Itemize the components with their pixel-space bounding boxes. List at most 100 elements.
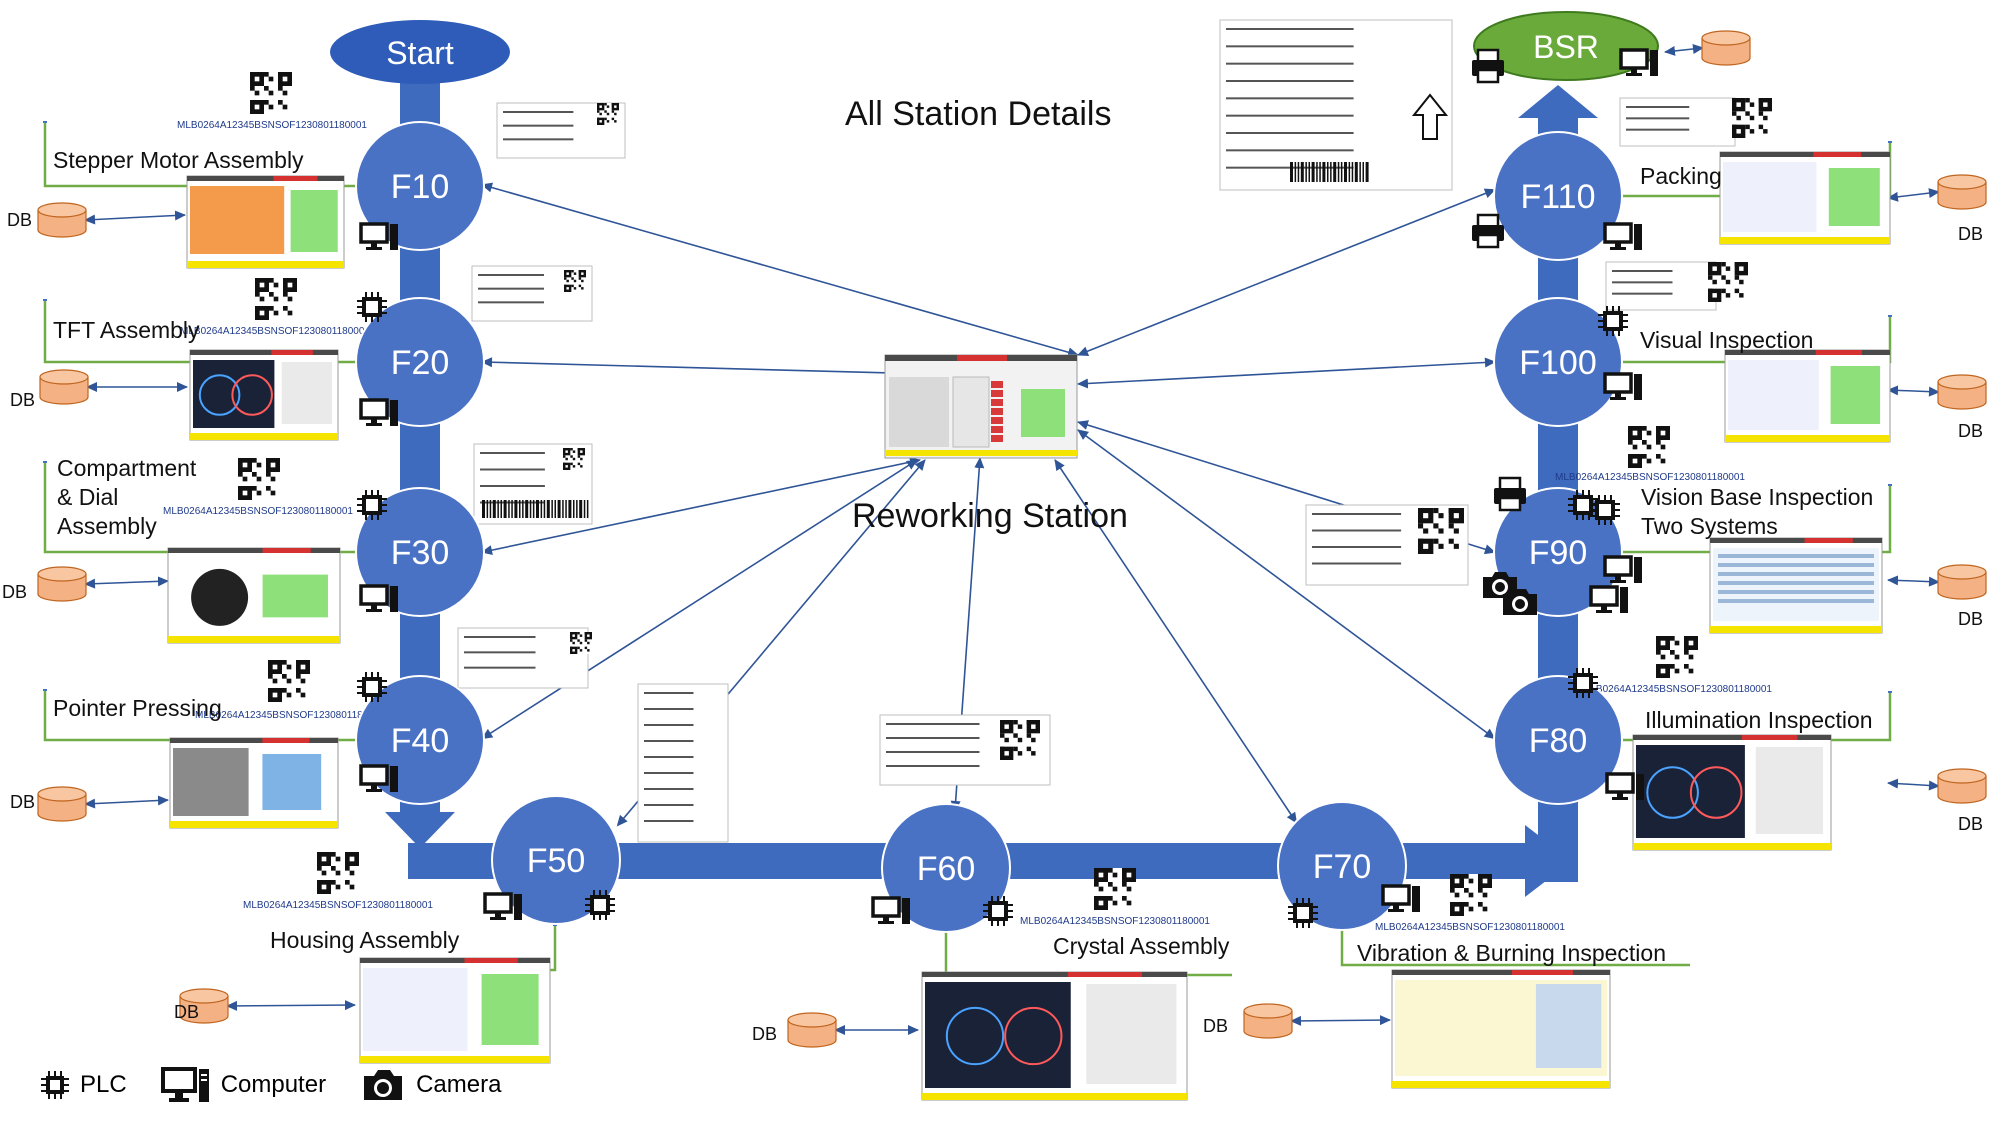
station-id-f50: F50 [527, 842, 586, 880]
db-link [1887, 778, 1940, 791]
station-circle [355, 121, 485, 251]
camera-icon [1483, 572, 1517, 598]
barcode-icon [482, 500, 589, 518]
station-circle [881, 803, 1011, 933]
part-info-card [637, 683, 729, 843]
plc-icon [357, 490, 387, 520]
start-ellipse [330, 20, 510, 84]
flow-up-arrowhead [1518, 85, 1598, 118]
reworking-screen-red-cell [991, 435, 1003, 442]
db-label: DB [1958, 814, 1983, 834]
db-cylinder-icon [787, 1012, 837, 1048]
link-f110-reworking [1077, 188, 1496, 356]
qr-code-icon [570, 632, 592, 654]
db-cylinder-icon [1701, 30, 1751, 66]
db-link [84, 795, 169, 809]
part-info-card [1605, 261, 1717, 311]
legend-item-plc: PLC [40, 1070, 127, 1100]
db-label: DB [10, 390, 35, 410]
start-label: Start [386, 35, 454, 71]
station-screen [921, 971, 1188, 1101]
station-label-f10: Stepper Motor Assembly [53, 147, 304, 173]
db-cylinder-icon [1937, 174, 1987, 210]
station-screen [1724, 349, 1891, 443]
computer-icon [359, 222, 398, 250]
plc-icon [357, 672, 387, 702]
flow-down-arrowhead [385, 812, 455, 848]
station-id-f20: F20 [391, 344, 450, 382]
legend-label-computer: Computer [220, 1071, 327, 1098]
qr-code-icon [1732, 98, 1772, 138]
printer-icon [1472, 48, 1504, 84]
orientation-arrow-icon [1411, 93, 1449, 140]
db-cylinder-icon [37, 566, 87, 602]
qr-code-icon [317, 852, 359, 894]
plc-icon [41, 1071, 69, 1099]
station-node-f50: F50 [491, 795, 621, 925]
db-cylinder-icon [1937, 768, 1987, 804]
station-circle [1493, 131, 1623, 261]
plc-icon [357, 292, 387, 322]
plc-icon [1288, 898, 1318, 928]
station-screen [1709, 537, 1883, 634]
station-label-f50: Housing Assembly [270, 927, 460, 953]
plc-icon [585, 890, 615, 920]
barcode-icon [1290, 162, 1369, 182]
station-circle [491, 795, 621, 925]
part-info-card [1219, 19, 1453, 191]
station-circle [1493, 675, 1623, 805]
station-label-f30-line1: Compartment [57, 455, 197, 481]
qr-caption: MLB0264A12345BSNSOF1230801180001 [177, 120, 367, 131]
station-label-f100: Visual Inspection [1640, 327, 1814, 353]
station-label-f60: Crystal Assembly [1053, 933, 1230, 959]
db-cylinder-icon [39, 369, 89, 405]
station-screen [1391, 969, 1611, 1089]
computer-icon [871, 896, 910, 924]
reworking-screen-red-cell [991, 417, 1003, 424]
reworking-screen-red-cell [991, 408, 1003, 415]
station-id-f70: F70 [1313, 848, 1372, 886]
qr-caption: MLB0264A12345BSNSOF1230801180001 [243, 900, 433, 911]
qr-caption: MLB0264A12345BSNSOF1230801180001 [163, 506, 353, 517]
reworking-screen-red-cell [991, 390, 1003, 397]
bsr-node: BSR [1473, 11, 1659, 81]
qr-caption: MLB0264A12345BSNSOF1230801180001 [180, 326, 370, 337]
computer-icon [483, 892, 522, 920]
station-id-f100: F100 [1519, 344, 1597, 382]
printer-icon [1494, 476, 1526, 512]
legend-label-camera: Camera [416, 1071, 502, 1098]
db-label: DB [2, 582, 27, 602]
reworking-station-screen [884, 354, 1078, 459]
station-label-f90: Vision Base Inspection Two Systems [1641, 483, 1873, 541]
db-cylinder-icon [1937, 564, 1987, 600]
diagram-title: All Station Details [845, 95, 1112, 133]
station-screen [1632, 734, 1832, 851]
station-label-f110: Packing [1640, 163, 1722, 189]
db-link [1664, 43, 1704, 56]
station-screen [359, 957, 551, 1064]
qr-code-icon [1708, 262, 1748, 302]
qr-code-icon [563, 448, 585, 470]
reworking-screen-red-cell [991, 399, 1003, 406]
station-label-f30-line2: & Dial [57, 483, 119, 510]
db-label: DB [174, 1002, 199, 1022]
station-screen [169, 737, 339, 829]
station-screen [186, 175, 345, 269]
start-node: Start [330, 20, 510, 84]
station-node-f30: F30 [355, 487, 485, 617]
part-info-card [457, 627, 589, 689]
reworking-screen-panel-left [889, 377, 949, 447]
qr-code-icon [1656, 636, 1698, 678]
db-label: DB [10, 792, 35, 812]
reworking-station-label: Reworking Station [852, 497, 1128, 535]
station-id-f60: F60 [917, 850, 976, 888]
legend: PLC Computer Camera [40, 1066, 523, 1104]
station-node-f20: F20 [355, 297, 485, 427]
db-link [226, 1000, 356, 1011]
computer-icon [1603, 555, 1642, 583]
db-label: DB [1203, 1016, 1228, 1036]
computer-icon [359, 584, 398, 612]
db-link [1887, 188, 1940, 202]
